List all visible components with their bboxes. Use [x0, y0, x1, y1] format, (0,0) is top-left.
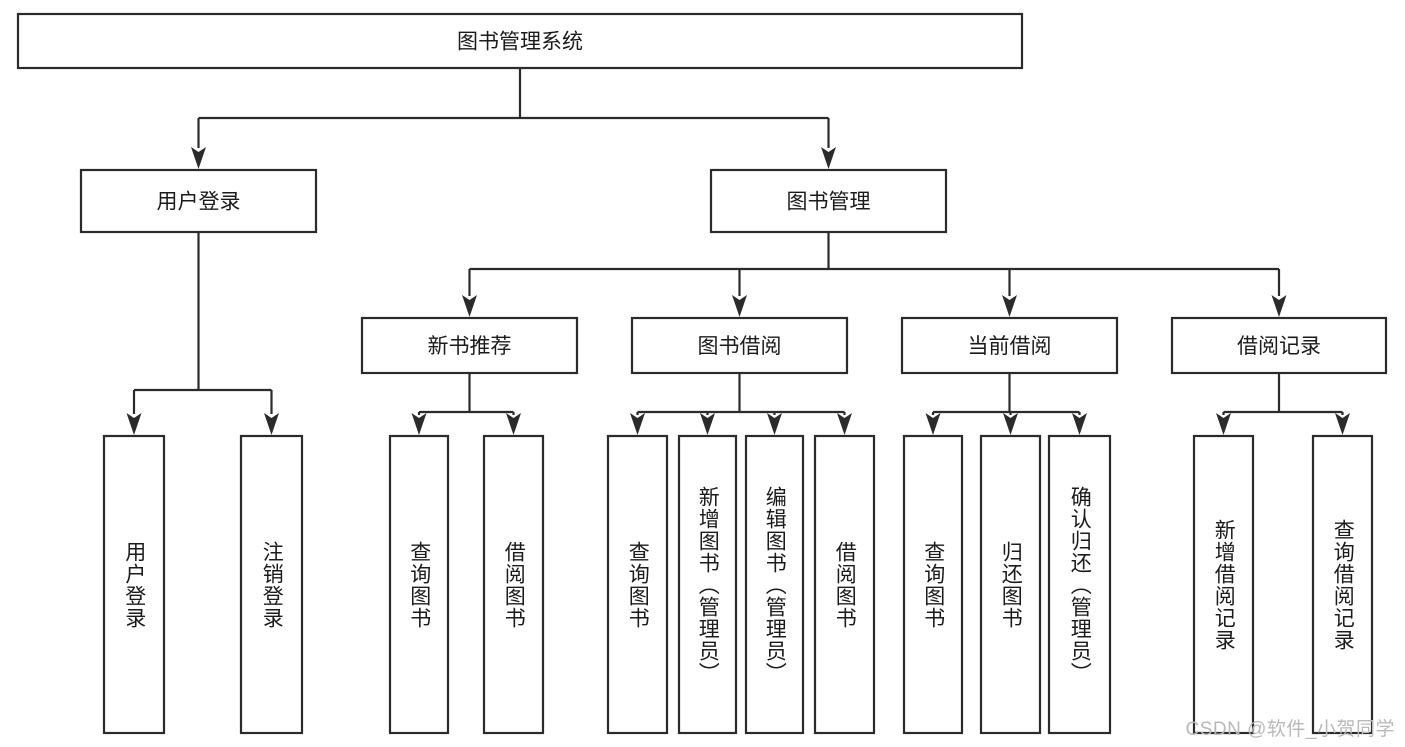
node-box-leaf-6[interactable] — [744, 434, 805, 735]
node-box-leaf-9[interactable] — [979, 434, 1042, 735]
arrow-head-icon — [837, 413, 852, 435]
arrow-head-icon — [1271, 295, 1287, 317]
node-label-l2-0: 用户登录 — [157, 191, 241, 214]
node-box-leaf-0[interactable] — [102, 434, 166, 735]
node-box-root-0[interactable] — [16, 12, 1024, 70]
arrow-head-icon — [700, 413, 715, 435]
node-box-leaf-11[interactable] — [1192, 434, 1255, 735]
node-box-l3-3[interactable] — [1170, 316, 1388, 375]
arrow-head-icon — [821, 147, 836, 169]
arrow-head-icon — [1216, 413, 1231, 435]
arrow-head-icon — [732, 295, 747, 317]
node-label-l3-3: 借阅记录 — [1237, 335, 1321, 358]
node-label-l3-0: 新书推荐 — [428, 335, 512, 358]
arrow-head-icon — [925, 413, 941, 435]
arrow-head-icon — [630, 413, 645, 435]
arrow-head-icon — [1072, 413, 1087, 435]
node-label-l3-2: 当前借阅 — [968, 335, 1052, 358]
arrow-head-icon — [1335, 413, 1350, 435]
node-box-leaf-1[interactable] — [239, 434, 304, 735]
arrow-head-icon — [506, 413, 521, 435]
arrow-head-icon — [264, 413, 279, 435]
arrow-head-icon — [767, 413, 782, 435]
node-box-leaf-4[interactable] — [606, 434, 669, 735]
arrow-head-icon — [1003, 413, 1018, 435]
node-label-l3-1: 图书借阅 — [698, 335, 782, 358]
node-box-leaf-3[interactable] — [482, 434, 545, 735]
node-box-leaf-2[interactable] — [388, 434, 450, 735]
arrow-head-icon — [1002, 295, 1017, 317]
node-box-l3-1[interactable] — [630, 316, 849, 375]
arrow-head-icon — [191, 147, 206, 169]
arrow-head-icon — [411, 413, 427, 435]
node-box-leaf-5[interactable] — [677, 434, 738, 735]
node-box-leaf-7[interactable] — [813, 434, 876, 735]
node-box-leaf-12[interactable] — [1311, 434, 1374, 735]
node-label-root-0: 图书管理系统 — [457, 31, 583, 54]
arrow-head-icon — [126, 413, 142, 435]
node-box-leaf-10[interactable] — [1047, 434, 1112, 735]
watermark-label: CSDN @软件_小贺同学 — [1185, 719, 1395, 740]
node-label-l2-1: 图书管理 — [787, 191, 871, 214]
node-box-l2-0[interactable] — [79, 168, 318, 234]
node-box-l3-0[interactable] — [360, 316, 579, 375]
node-box-l2-1[interactable] — [709, 168, 948, 234]
node-box-l3-2[interactable] — [900, 316, 1119, 375]
node-box-leaf-8[interactable] — [902, 434, 964, 735]
arrow-head-icon — [462, 295, 477, 317]
